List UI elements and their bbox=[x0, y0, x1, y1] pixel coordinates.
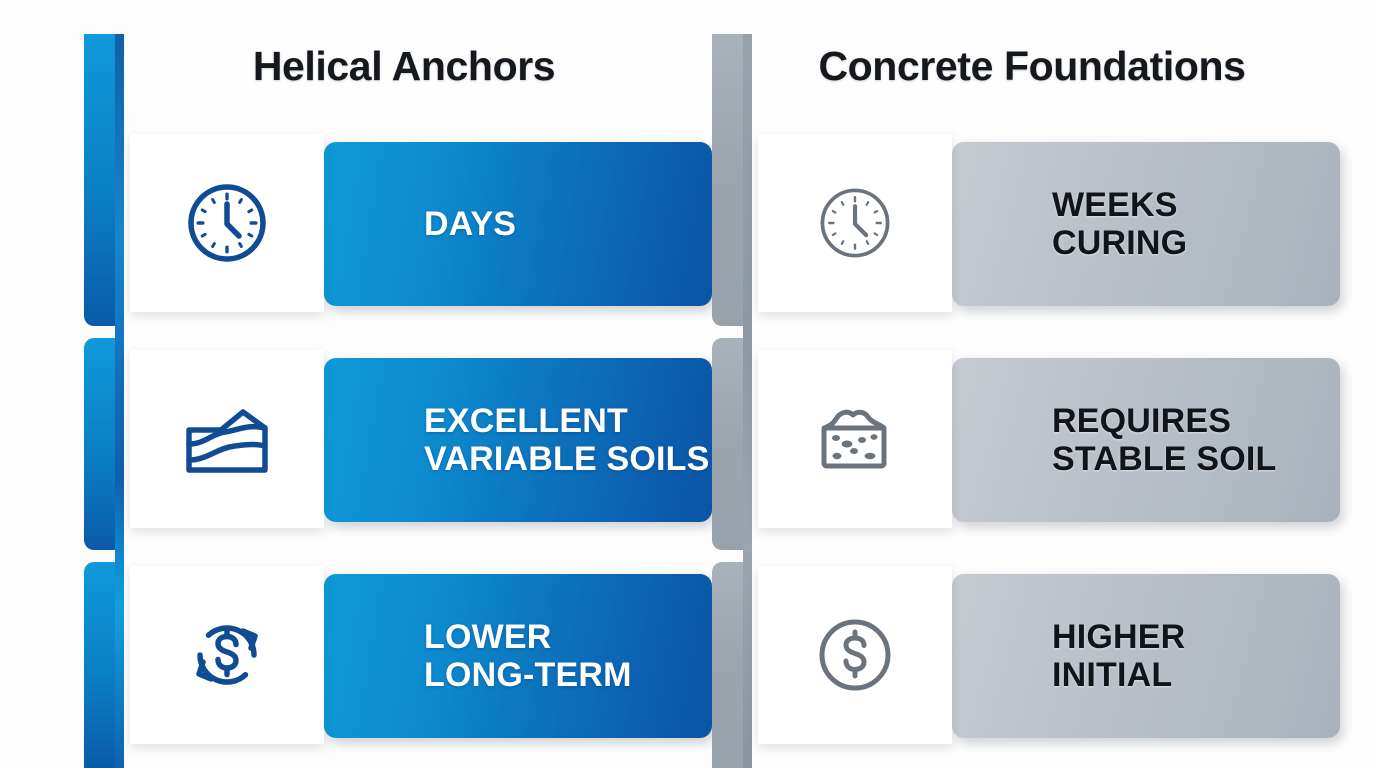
comparison-row: DAYS bbox=[130, 134, 712, 312]
rail-stripe bbox=[743, 34, 752, 768]
row-card: WEEKS CURING bbox=[952, 142, 1340, 306]
row-icon-plate bbox=[758, 134, 952, 312]
row-label: DAYS bbox=[424, 204, 517, 243]
comparison-row: LOWER LONG-TERM bbox=[130, 566, 712, 744]
comparison-row: EXCELLENT VARIABLE SOILS bbox=[130, 350, 712, 528]
row-icon-plate bbox=[758, 566, 952, 744]
row-icon-plate bbox=[130, 134, 324, 312]
row-label: EXCELLENT VARIABLE SOILS bbox=[424, 401, 710, 478]
row-card: DAYS bbox=[324, 142, 712, 306]
row-label: REQUIRES STABLE SOIL bbox=[1052, 401, 1277, 478]
comparison-row: WEEKS CURING bbox=[758, 134, 1340, 312]
column-helical-anchors: Helical Anchors DAYS bbox=[84, 0, 712, 768]
comparison-row: REQUIRES STABLE SOIL bbox=[758, 350, 1340, 528]
row-icon-plate bbox=[758, 350, 952, 528]
dollar-coin-icon bbox=[819, 619, 891, 691]
accent-rail-right bbox=[712, 34, 752, 768]
row-card: LOWER LONG-TERM bbox=[324, 574, 712, 738]
row-label: WEEKS CURING bbox=[1052, 185, 1188, 262]
column-concrete-foundations: Concrete Foundations WEEKS CURING bbox=[712, 0, 1340, 768]
clock-icon bbox=[820, 188, 890, 258]
row-label: HIGHER INITIAL bbox=[1052, 617, 1186, 694]
row-icon-plate bbox=[130, 350, 324, 528]
rail-stripe bbox=[115, 34, 124, 768]
row-card: EXCELLENT VARIABLE SOILS bbox=[324, 358, 712, 522]
column-title-helical-anchors: Helical Anchors bbox=[252, 43, 556, 89]
row-card: HIGHER INITIAL bbox=[952, 574, 1340, 738]
soil-layers-icon bbox=[186, 409, 268, 473]
column-title-concrete-foundations: Concrete Foundations bbox=[818, 43, 1246, 89]
aggregate-pile-icon bbox=[821, 409, 887, 469]
clock-icon bbox=[188, 184, 266, 262]
row-label: LOWER LONG-TERM bbox=[424, 617, 632, 694]
comparison-row: HIGHER INITIAL bbox=[758, 566, 1340, 744]
row-card: REQUIRES STABLE SOIL bbox=[952, 358, 1340, 522]
row-icon-plate bbox=[130, 566, 324, 744]
accent-rail-left bbox=[84, 34, 124, 768]
dollar-cycle-icon bbox=[196, 625, 258, 685]
